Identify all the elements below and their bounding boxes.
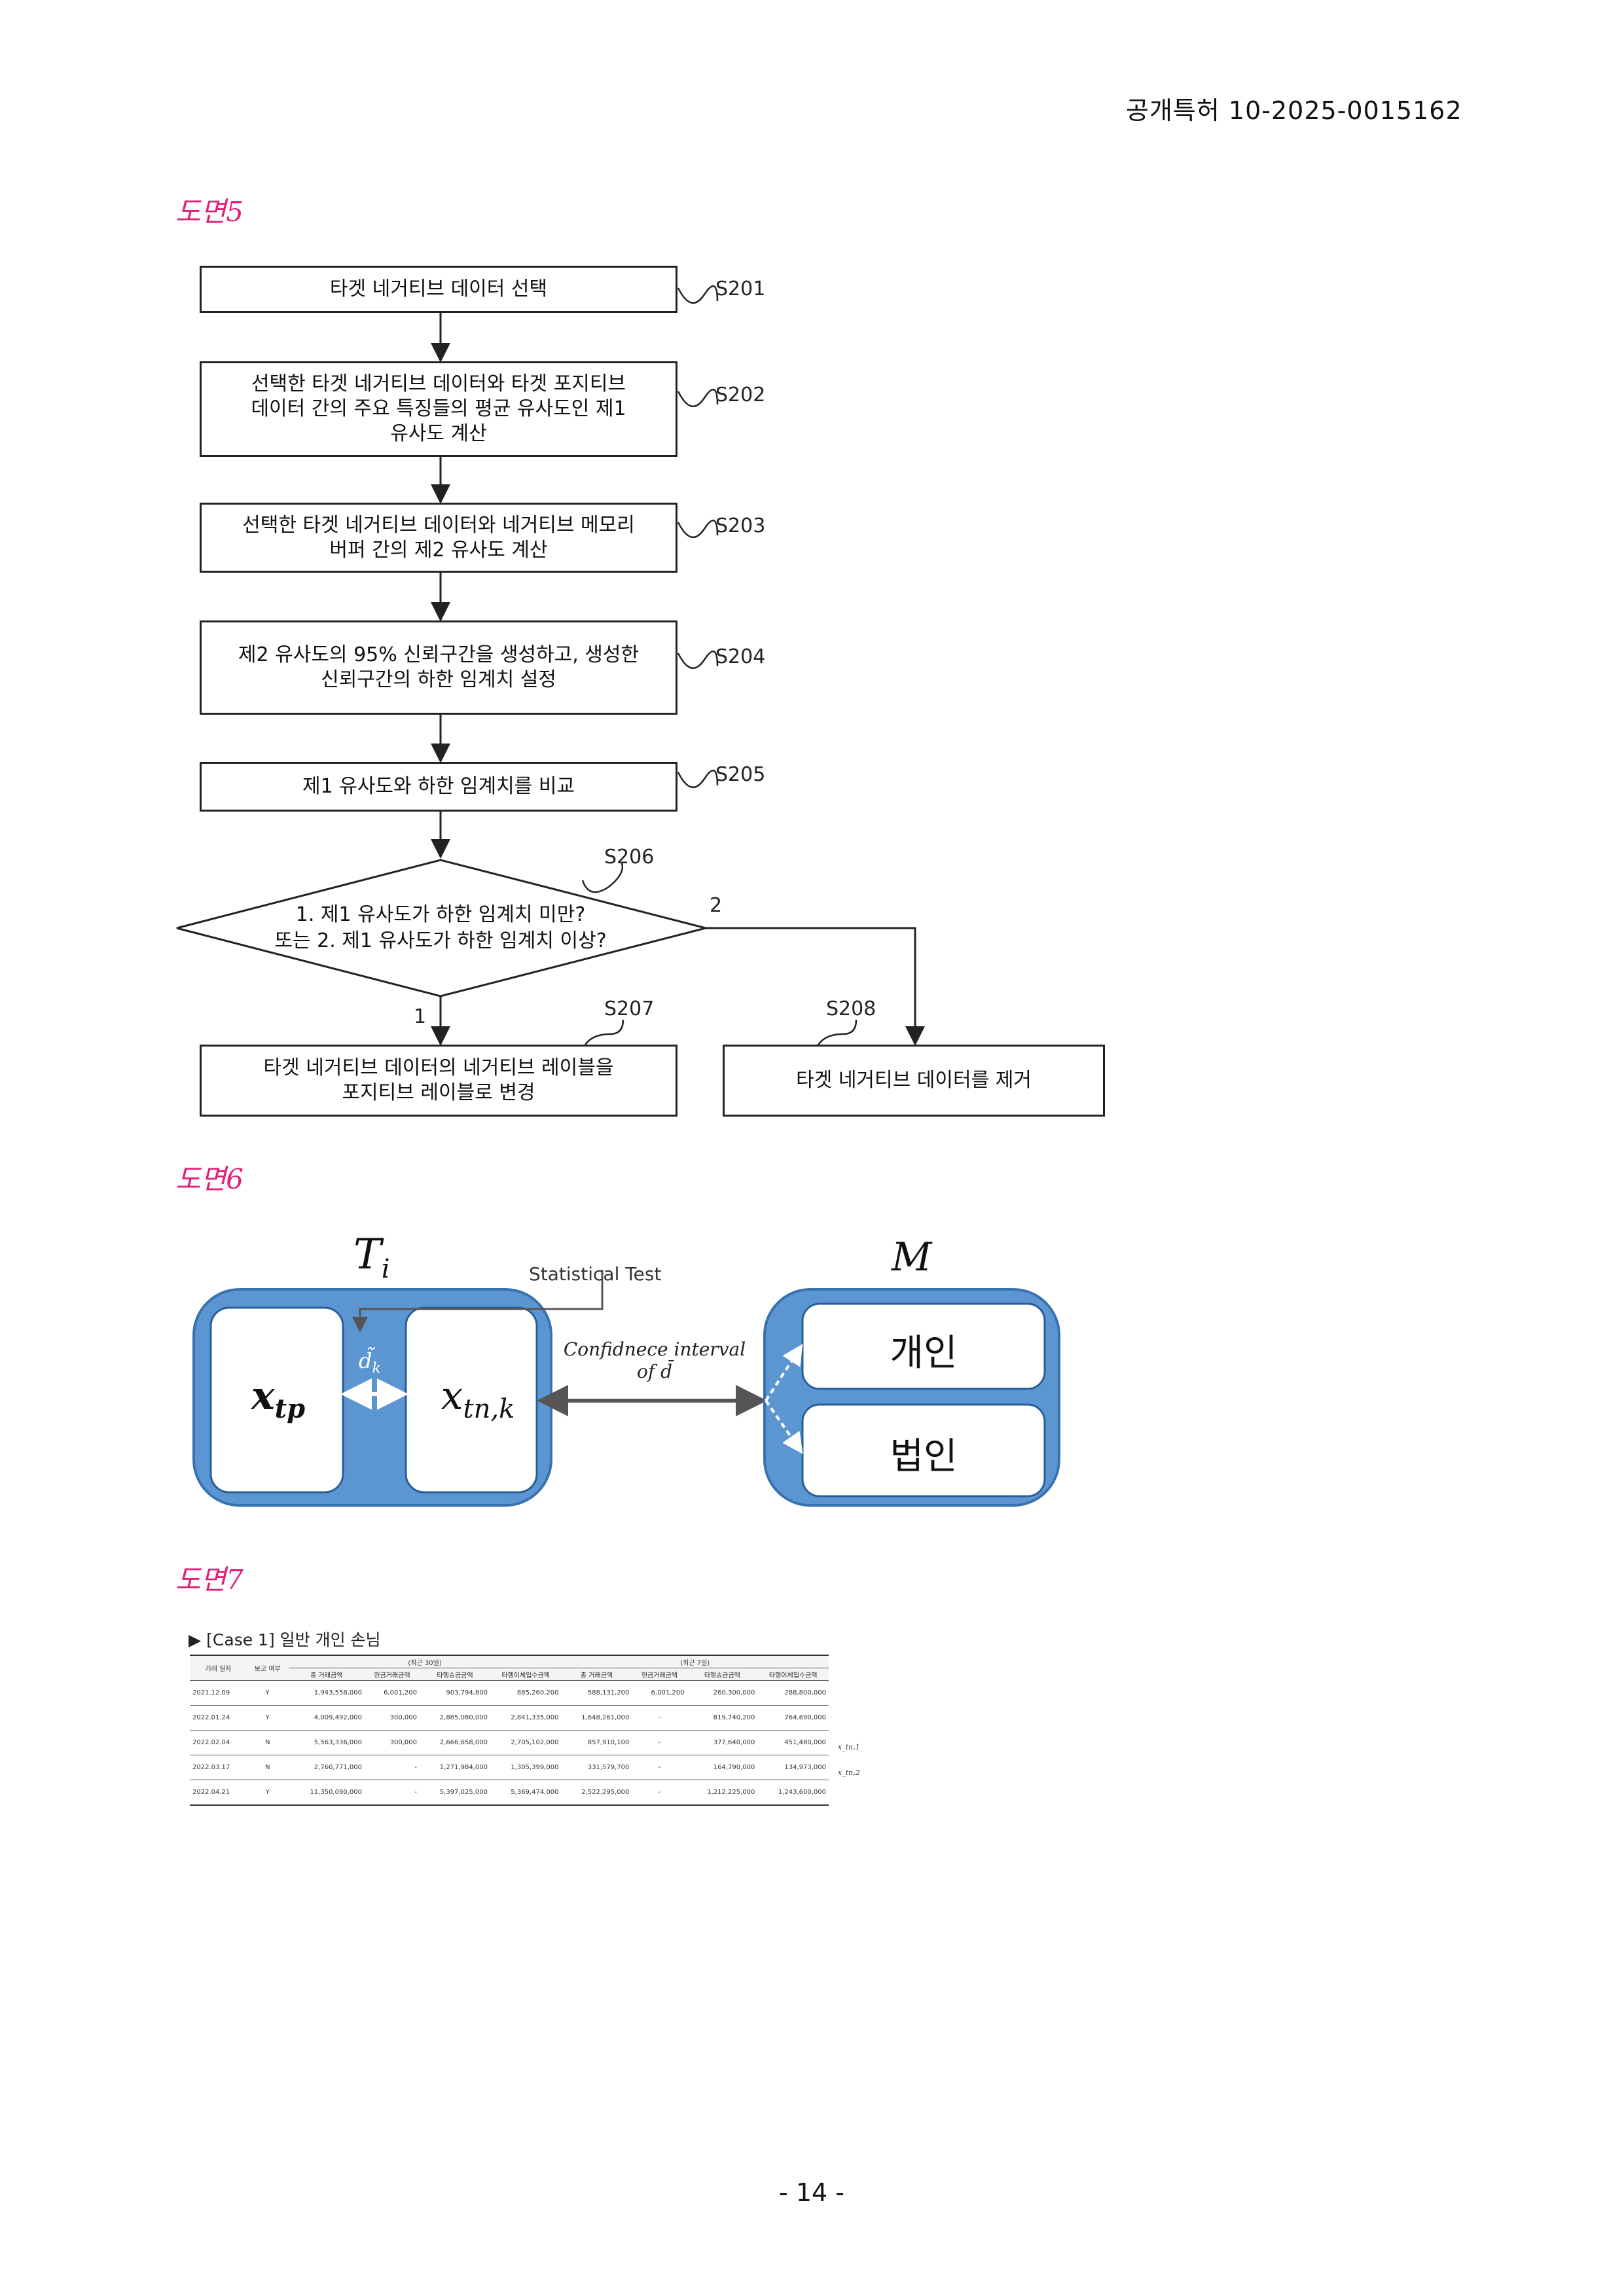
step-s204-box: 제2 유사도의 95% 신뢰구간을 생성하고, 생성한 신뢰구간의 하한 임계치… — [200, 620, 677, 715]
branch-2-label: 2 — [710, 894, 722, 917]
step-s204-id: S204 — [715, 645, 765, 668]
page-number: - 14 - — [753, 2178, 871, 2207]
step-s203-box: 선택한 타겟 네거티브 데이터와 네거티브 메모리 버퍼 간의 제2 유사도 계… — [200, 503, 677, 573]
group-30d: (최근 30일) — [289, 1655, 562, 1668]
table-row: 2022.02.04N 5,563,336,000300,000 2,666,6… — [190, 1731, 829, 1755]
decision-text: 1. 제1 유사도가 하한 임계치 미만? 또는 2. 제1 유사도가 하한 임… — [249, 902, 632, 954]
ti-label: Ti — [353, 1230, 389, 1284]
table-row: 2021.12.09Y 1,943,558,0006,001,200 903,7… — [190, 1681, 829, 1706]
col-date: 거래 일자 — [190, 1655, 247, 1681]
statistical-test-label: Statistical Test — [529, 1263, 661, 1285]
corporate-label: 법인 — [803, 1427, 1045, 1480]
table-row: 2022.03.17N 2,760,771,000- 1,271,984,000… — [190, 1755, 829, 1780]
individual-label: 개인 — [803, 1323, 1045, 1376]
xtp-label: xtp — [239, 1373, 317, 1424]
dk-label: d̃k — [359, 1348, 381, 1376]
confidence-interval-label: Confidnece interval of d̄ — [556, 1338, 753, 1383]
step-s203-id: S203 — [715, 514, 765, 537]
step-s207-id: S207 — [604, 997, 654, 1020]
case-title: ▶ [Case 1] 일반 개인 손님 — [189, 1627, 381, 1651]
transaction-table: 거래 일자 보고 여부 (최근 30일) (최근 7일) 총 거래금액 현금거래… — [190, 1655, 829, 1806]
figure6-label: 도면6 — [175, 1157, 244, 1197]
step-s207-box: 타겟 네거티브 데이터의 네거티브 레이블을 포지티브 레이블로 변경 — [200, 1045, 677, 1117]
table-row: 2022.04.21Y 11,350,090,000- 5,397,025,00… — [190, 1780, 829, 1806]
col-report: 보고 여부 — [247, 1655, 289, 1681]
step-s202-id: S202 — [715, 384, 765, 406]
figure5-connectors — [0, 0, 1624, 1152]
row-tag-xtn1: x_tn,1 — [838, 1743, 860, 1751]
step-s201-id: S201 — [715, 278, 765, 300]
figure7-label: 도면7 — [175, 1558, 244, 1598]
step-s208-id: S208 — [826, 997, 876, 1020]
table-row: 2022.01.24Y 4,009,492,000300,000 2,885,0… — [190, 1706, 829, 1731]
row-tag-xtn2: x_tn,2 — [838, 1768, 860, 1777]
group-7d: (최근 7일) — [561, 1655, 829, 1668]
m-label: M — [892, 1234, 931, 1280]
xtn-label: xtn,k — [412, 1373, 543, 1424]
step-s205-id: S205 — [715, 763, 765, 786]
step-s208-box: 타겟 네거티브 데이터를 제거 — [723, 1045, 1105, 1117]
step-s201-box: 타겟 네거티브 데이터 선택 — [200, 266, 677, 313]
branch-1-label: 1 — [414, 1005, 426, 1028]
step-s206-id: S206 — [604, 846, 654, 869]
step-s202-box: 선택한 타겟 네거티브 데이터와 타겟 포지티브 데이터 간의 주요 특징들의 … — [200, 361, 677, 457]
step-s205-box: 제1 유사도와 하한 임계치를 비교 — [200, 762, 677, 812]
